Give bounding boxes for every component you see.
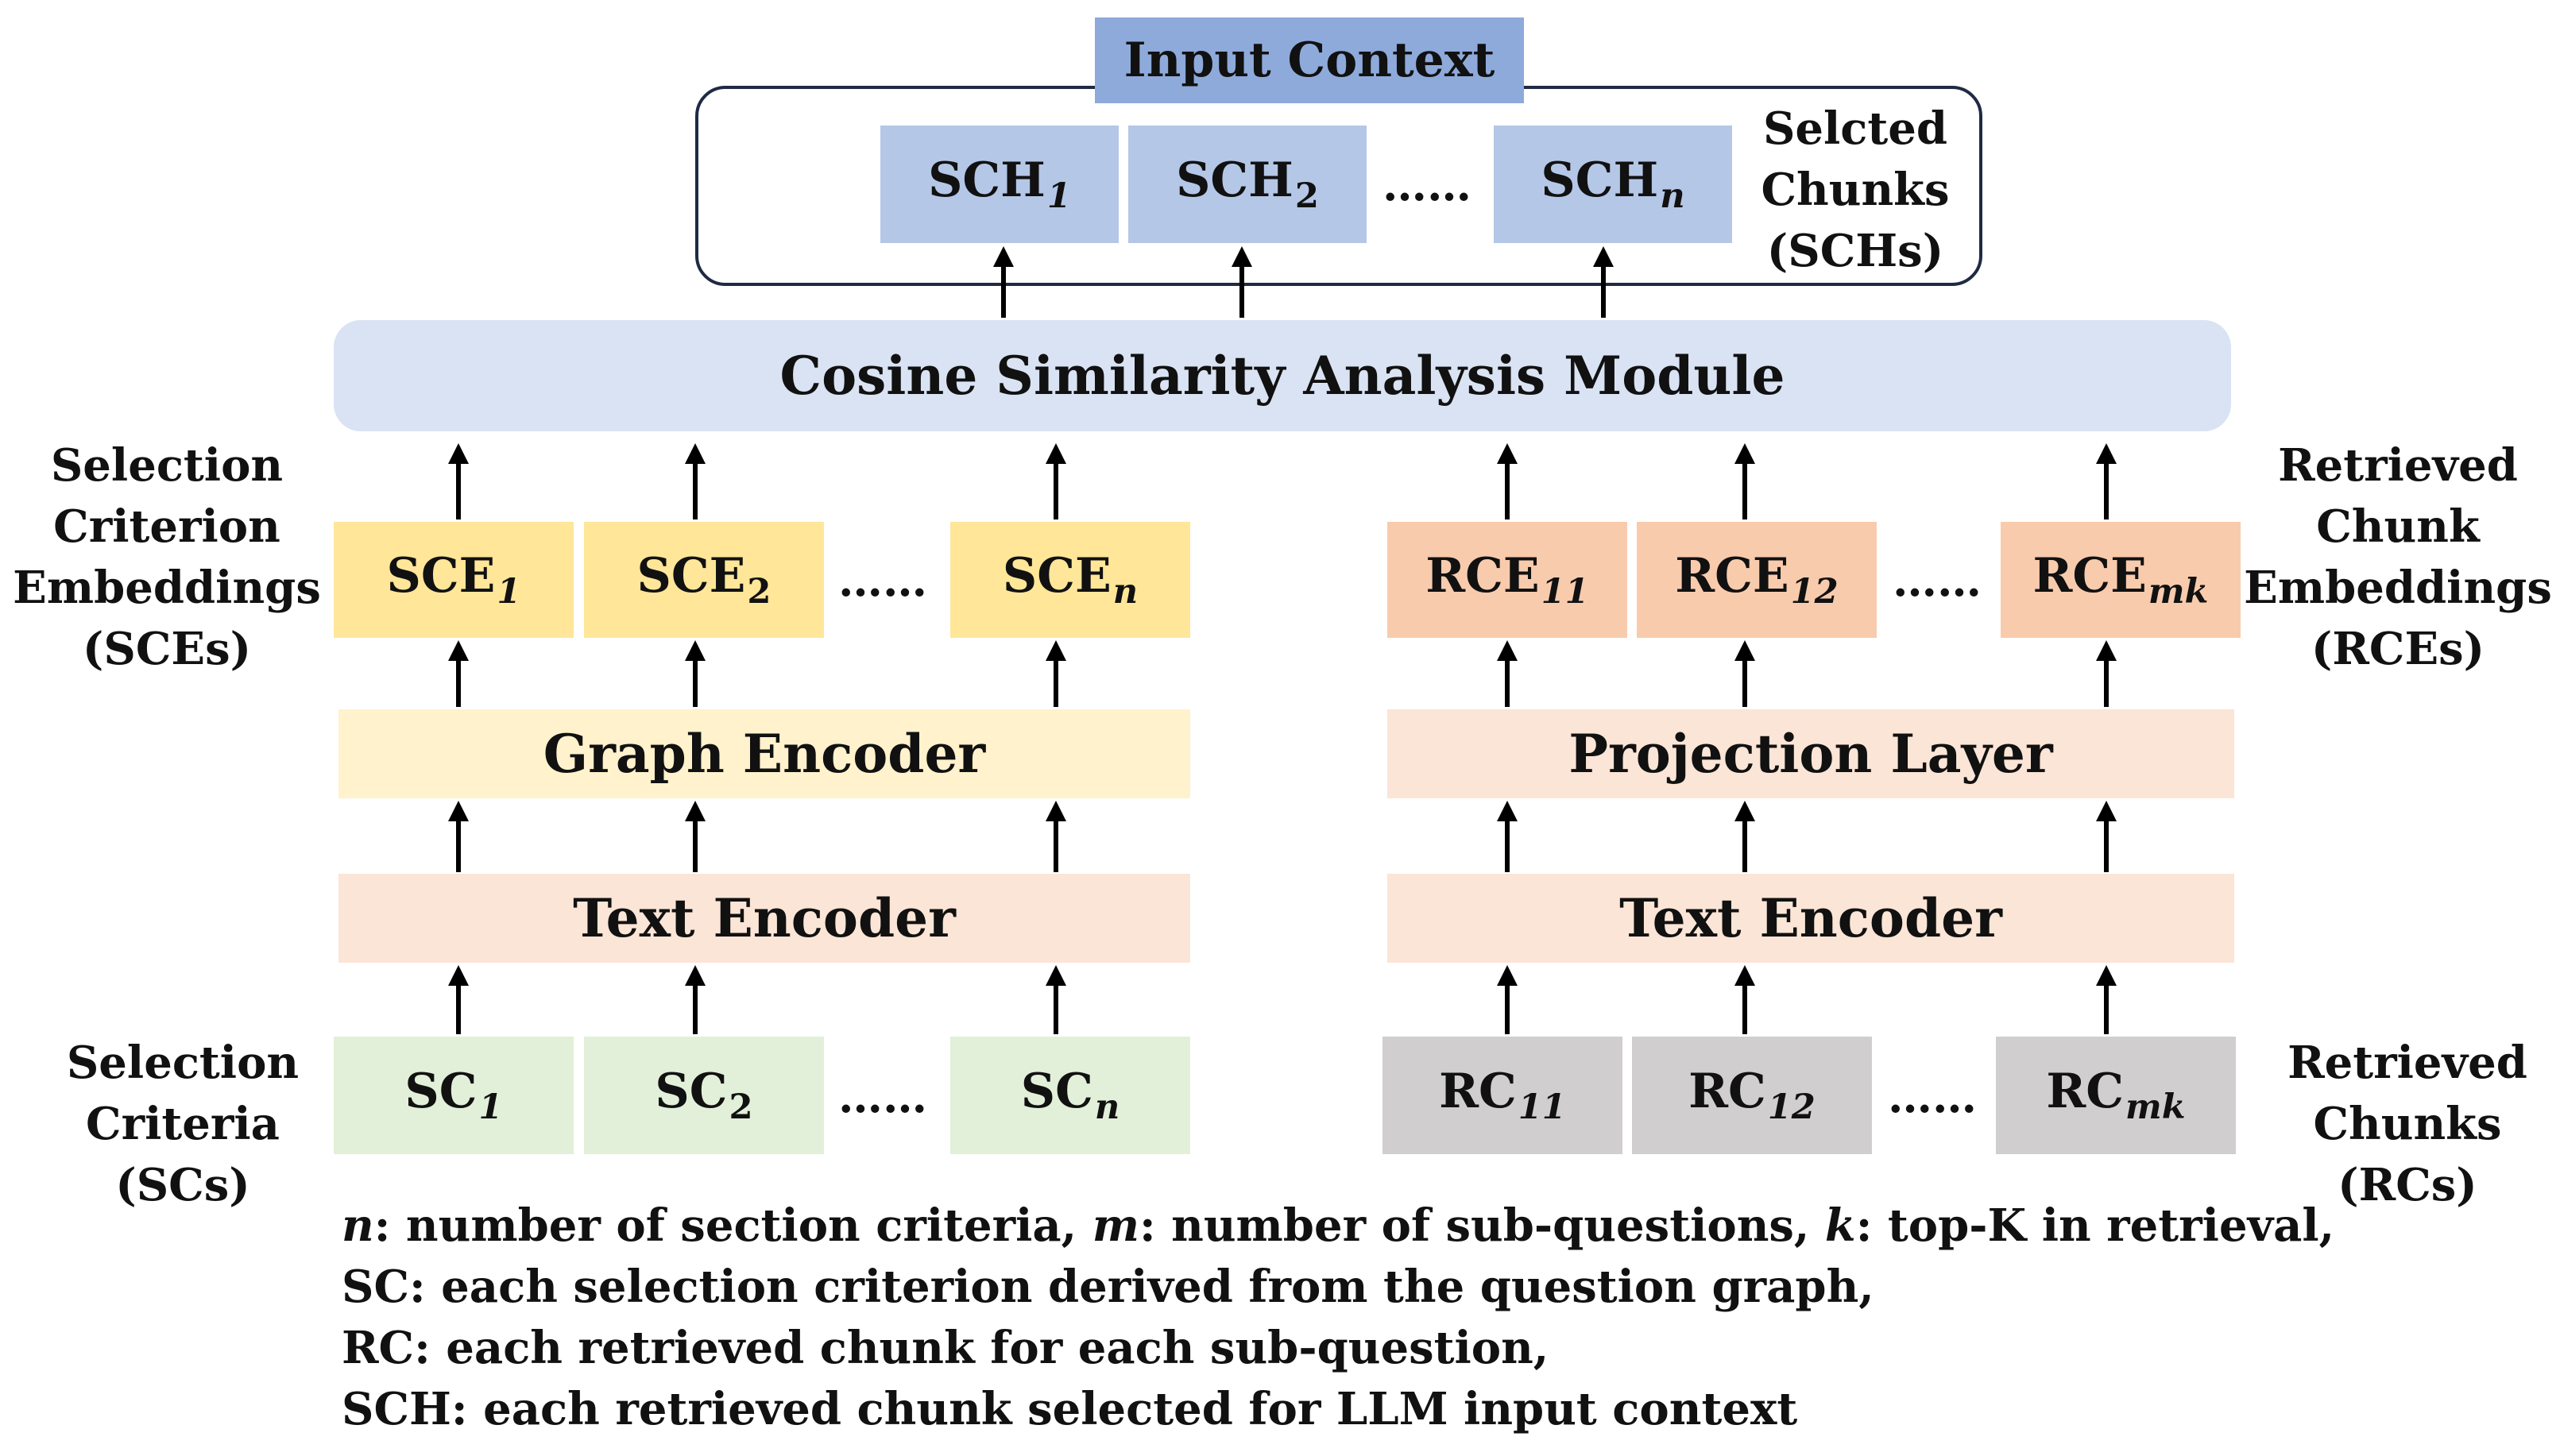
legend-notes: n: number of section criteria, m: number… [342,1195,2334,1440]
sce-n-box: SCEn [950,522,1190,638]
module-to-sch-arrow-3 [1593,246,1614,318]
sc-2-label: SC2 [655,1064,753,1127]
right-col-1-arrow-4 [1497,443,1518,519]
right-col-1-arrow-1 [1497,965,1518,1034]
left-col-n-arrow-4 [1046,443,1066,519]
rce-ellipsis: …… [1893,554,1982,607]
left-text-encoder: Text Encoder [338,874,1190,963]
rce-label: Retrieved Chunk Embeddings (RCEs) [2244,439,2552,675]
rc-11-box: RC11 [1382,1037,1622,1154]
graph-encoder: Graph Encoder [338,709,1190,798]
legend-line-3: RC: each retrieved chunk for each sub-qu… [342,1322,1549,1374]
right-col-n-arrow-4 [2096,443,2117,519]
rce-mk-label: RCEmk [2032,548,2209,612]
rc-12-label: RC12 [1688,1064,1816,1127]
sce-2-label: SCE2 [636,548,771,612]
rc-11-label: RC11 [1439,1064,1566,1127]
left-col-2-arrow-2 [685,801,706,872]
right-col-n-arrow-3 [2096,640,2117,707]
sc-1-box: SC1 [334,1037,574,1154]
sc-2-box: SC2 [584,1037,824,1154]
right-col-2-arrow-1 [1734,965,1755,1034]
legend-line-2: SC: each selection criterion derived fro… [342,1261,1874,1313]
sc-label: Selection Criteria (SCs) [66,1037,300,1211]
sc-ellipsis: …… [838,1071,927,1123]
rc-mk-label: RCmk [2046,1064,2186,1127]
sce-1-label: SCE1 [386,548,521,612]
sce-2-box: SCE2 [584,522,824,638]
projection-layer: Projection Layer [1387,709,2234,798]
selected-chunks-label: Selcted Chunks (SCHs) [1761,102,1950,277]
right-col-1-arrow-3 [1497,640,1518,707]
right-col-1-arrow-2 [1497,801,1518,872]
rce-12-box: RCE12 [1637,522,1877,638]
rce-11-label: RCE11 [1425,548,1589,612]
rc-label: Retrieved Chunks (RCs) [2287,1037,2527,1211]
input-context-title: Input Context [1095,17,1524,103]
rc-mk-box: RCmk [1996,1037,2236,1154]
left-col-2-arrow-1 [685,965,706,1034]
sch-n-label: SCHn [1541,153,1685,216]
sch-2-box: SCH2 [1128,126,1367,243]
left-col-n-arrow-3 [1046,640,1066,707]
sce-n-label: SCEn [1002,548,1139,612]
rc-ellipsis: …… [1888,1071,1977,1123]
right-col-n-arrow-1 [2096,965,2117,1034]
sch-n-box: SCHn [1494,126,1732,243]
rce-mk-box: RCEmk [2001,522,2241,638]
legend-line-4: SCH: each retrieved chunk selected for L… [342,1383,1798,1435]
right-col-n-arrow-2 [2096,801,2117,872]
cosine-similarity-module: Cosine Similarity Analysis Module [334,320,2231,431]
sch-1-box: SCH1 [880,126,1119,243]
left-col-n-arrow-2 [1046,801,1066,872]
rce-11-box: RCE11 [1387,522,1627,638]
sce-label: Selection Criterion Embeddings (SCEs) [13,439,321,675]
sce-1-box: SCE1 [334,522,574,638]
sch-ellipsis: …… [1382,159,1471,211]
sce-ellipsis: …… [838,554,927,607]
sc-n-box: SCn [950,1037,1190,1154]
sch-1-label: SCH1 [928,153,1071,216]
left-col-2-arrow-4 [685,443,706,519]
left-col-1-arrow-4 [448,443,469,519]
rc-12-box: RC12 [1632,1037,1872,1154]
right-col-2-arrow-3 [1734,640,1755,707]
sch-2-label: SCH2 [1176,153,1319,216]
right-col-2-arrow-2 [1734,801,1755,872]
sc-1-label: SC1 [404,1064,503,1127]
sc-n-label: SCn [1020,1064,1120,1127]
left-col-1-arrow-3 [448,640,469,707]
left-col-1-arrow-1 [448,965,469,1034]
left-col-n-arrow-1 [1046,965,1066,1034]
module-to-sch-arrow-2 [1232,246,1252,318]
legend-line-1: n: number of section criteria, m: number… [342,1199,2335,1252]
left-col-2-arrow-3 [685,640,706,707]
right-text-encoder: Text Encoder [1387,874,2234,963]
right-col-2-arrow-4 [1734,443,1755,519]
rce-12-label: RCE12 [1675,548,1839,612]
module-to-sch-arrow-1 [993,246,1014,318]
left-col-1-arrow-2 [448,801,469,872]
